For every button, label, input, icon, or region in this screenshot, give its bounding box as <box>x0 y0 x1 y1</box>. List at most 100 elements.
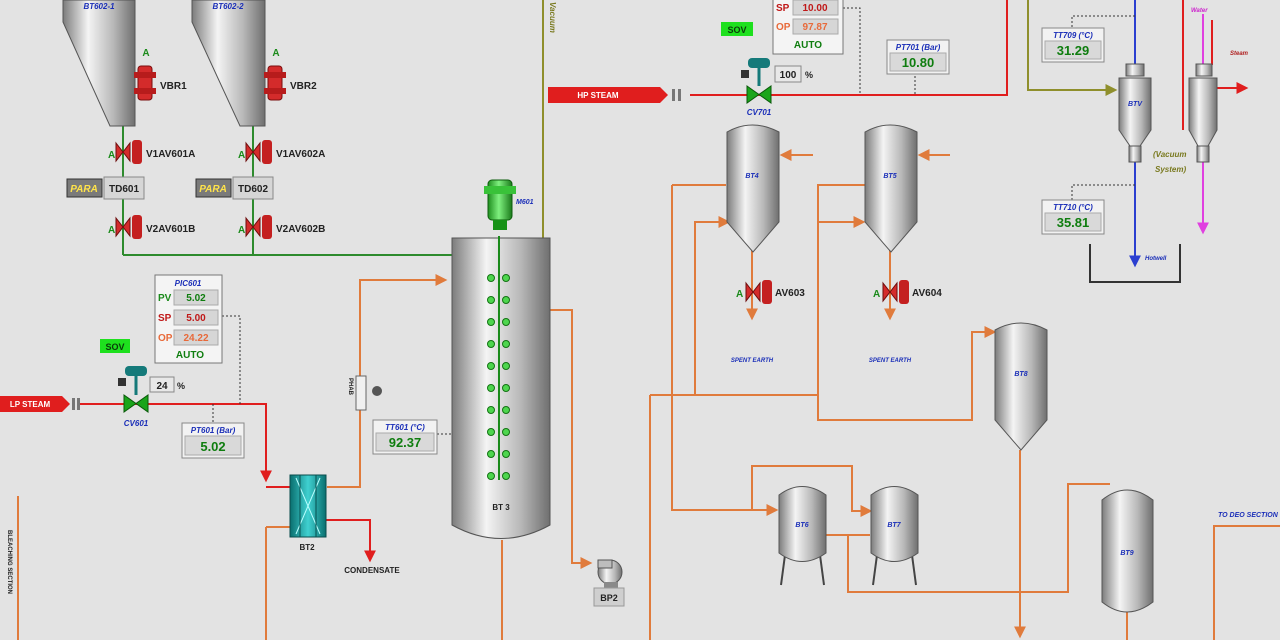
av603-auto-mark: A <box>736 289 743 300</box>
indicator-pt701[interactable]: PT701 (Bar) 10.80 <box>886 39 950 75</box>
cv601-pct-unit: % <box>177 381 185 391</box>
td601-label: TD601 <box>109 184 139 195</box>
vacuum-system-label-2: System) <box>1155 165 1186 174</box>
pic701-sp-label: SP <box>776 3 790 14</box>
cv601-label: CV601 <box>124 419 149 428</box>
tt710-label: TT710 (°C) <box>1053 203 1093 212</box>
spent-earth-label-2: SPENT EARTH <box>869 358 912 364</box>
pic601-mode: AUTO <box>176 350 204 361</box>
v1av602a-label: V1AV602A <box>276 149 325 160</box>
vessel-bt6[interactable]: BT6 <box>778 486 827 586</box>
tt601-value: 92.37 <box>389 435 422 450</box>
bt3-label: BT 3 <box>492 503 510 512</box>
v2av602b-label: V2AV602B <box>276 224 325 235</box>
bt5-label: BT5 <box>883 173 896 180</box>
vessel-bt4[interactable]: BT4 <box>726 124 780 253</box>
v2av602b-auto-mark: A <box>238 225 245 236</box>
control-valve-cv701[interactable]: SOV 100 % CV701 <box>721 22 813 117</box>
tt709-label: TT709 (°C) <box>1053 31 1093 40</box>
signal-lines <box>212 7 1135 435</box>
valve-av604[interactable]: A AV604 <box>873 280 942 304</box>
tt710-value: 35.81 <box>1057 215 1090 230</box>
timer-td601[interactable]: PARA TD601 <box>66 176 145 200</box>
vbr2-auto-mark: A <box>272 48 279 59</box>
vessel-bt3[interactable]: BT 3 <box>451 236 551 539</box>
tt601-label: TT601 (°C) <box>385 423 425 432</box>
pic701-op: 97.87 <box>802 22 827 33</box>
spent-earth-label-1: SPENT EARTH <box>731 358 774 364</box>
side-section-label: BLEACHING SECTION <box>6 530 12 594</box>
btv-label: BTV <box>1128 101 1143 108</box>
pic601-pv-label: PV <box>158 293 172 304</box>
cv701-pct-unit: % <box>805 70 813 80</box>
vacuum-line <box>542 0 1118 238</box>
pump-bp2[interactable]: BP2 <box>593 559 625 607</box>
hotwell-tank: Hotwell <box>1089 244 1181 283</box>
bt9-label: BT9 <box>1120 550 1133 557</box>
heat-exchanger-bt2[interactable]: BT2 <box>289 474 327 552</box>
indicator-tt710[interactable]: TT710 (°C) 35.81 <box>1041 199 1105 235</box>
silo-bt602-2: BT602-2 <box>191 0 266 127</box>
ph-probe[interactable]: PHAB <box>347 375 382 411</box>
pt601-value: 5.02 <box>200 439 225 454</box>
bt8-label: BT8 <box>1014 371 1027 378</box>
ph-probe-label: PHAB <box>347 378 353 396</box>
indicator-pt601[interactable]: PT601 (Bar) 5.02 <box>181 422 245 459</box>
pic701-mode: AUTO <box>794 40 822 51</box>
vessel-bt5[interactable]: BT5 <box>864 124 918 253</box>
tt709-value: 31.29 <box>1057 43 1090 58</box>
green-feed-lines <box>122 125 452 256</box>
v1av601a-auto-mark: A <box>108 150 115 161</box>
hp-steam-source: HP STEAM <box>548 87 681 103</box>
silo-bt602-1-label: BT602-1 <box>83 2 115 11</box>
silo-bt602-1: BT602-1 <box>62 0 136 127</box>
vacuum-label: Vacuum <box>548 2 557 33</box>
condenser[interactable] <box>1188 63 1218 163</box>
controller-pic601[interactable]: PIC601 PV 5.02 SP 5.00 OP 24.22 AUTO <box>154 274 223 364</box>
v2av601b-label: V2AV601B <box>146 224 195 235</box>
hp-steam-label: HP STEAM <box>577 91 619 100</box>
vibrator-vbr1[interactable]: A VBR1 <box>134 48 187 101</box>
valve-v1av601a[interactable]: A V1AV601A <box>108 140 195 164</box>
sov2-label: SOV <box>727 25 746 35</box>
pic601-op-label: OP <box>158 333 173 344</box>
para-label-1: PARA <box>70 184 98 195</box>
av603-label: AV603 <box>775 288 805 299</box>
pic701-sp: 10.00 <box>802 3 827 14</box>
valve-v2av601b[interactable]: A V2AV601B <box>108 215 195 239</box>
ejector-btv[interactable]: BTV <box>1118 63 1152 163</box>
vessel-bt8[interactable]: BT8 <box>994 322 1048 451</box>
controller-pic701[interactable]: SP 10.00 OP 97.87 AUTO <box>772 0 844 55</box>
vessel-bt9[interactable]: BT9 <box>1101 489 1154 613</box>
bt6-label: BT6 <box>795 522 808 529</box>
control-valve-cv601[interactable]: SOV 24 % CV601 <box>100 339 185 428</box>
valve-v1av602a[interactable]: A V1AV602A <box>238 140 325 164</box>
vbr2-label: VBR2 <box>290 81 317 92</box>
sov1-label: SOV <box>105 342 124 352</box>
agitator-blades <box>487 274 510 480</box>
bt7-label: BT7 <box>887 522 901 529</box>
pic701-op-label: OP <box>776 22 791 33</box>
motor-m601[interactable]: M601 <box>484 179 534 230</box>
lp-steam-label: LP STEAM <box>10 400 51 409</box>
td602-label: TD602 <box>238 184 268 195</box>
pic601-tag: PIC601 <box>175 279 202 288</box>
v1av602a-auto-mark: A <box>238 150 245 161</box>
indicator-tt601[interactable]: TT601 (°C) 92.37 <box>372 419 438 455</box>
vbr1-auto-mark: A <box>142 48 149 59</box>
vacuum-system-label-1: (Vacuum <box>1153 150 1187 159</box>
vibrator-vbr2[interactable]: A VBR2 <box>264 48 317 101</box>
timer-td602[interactable]: PARA TD602 <box>195 176 274 200</box>
condensate-label: CONDENSATE <box>344 566 400 575</box>
bt2-label: BT2 <box>299 543 315 552</box>
bt4-label: BT4 <box>745 173 758 180</box>
valve-av603[interactable]: A AV603 <box>736 280 805 304</box>
valve-v2av602b[interactable]: A V2AV602B <box>238 215 325 239</box>
v2av601b-auto-mark: A <box>108 225 115 236</box>
vessel-bt7[interactable]: BT7 <box>870 486 919 586</box>
indicator-tt709[interactable]: TT709 (°C) 31.29 <box>1041 27 1105 63</box>
cv701-label: CV701 <box>747 108 772 117</box>
water-label: Water <box>1191 8 1208 14</box>
v1av601a-label: V1AV601A <box>146 149 195 160</box>
